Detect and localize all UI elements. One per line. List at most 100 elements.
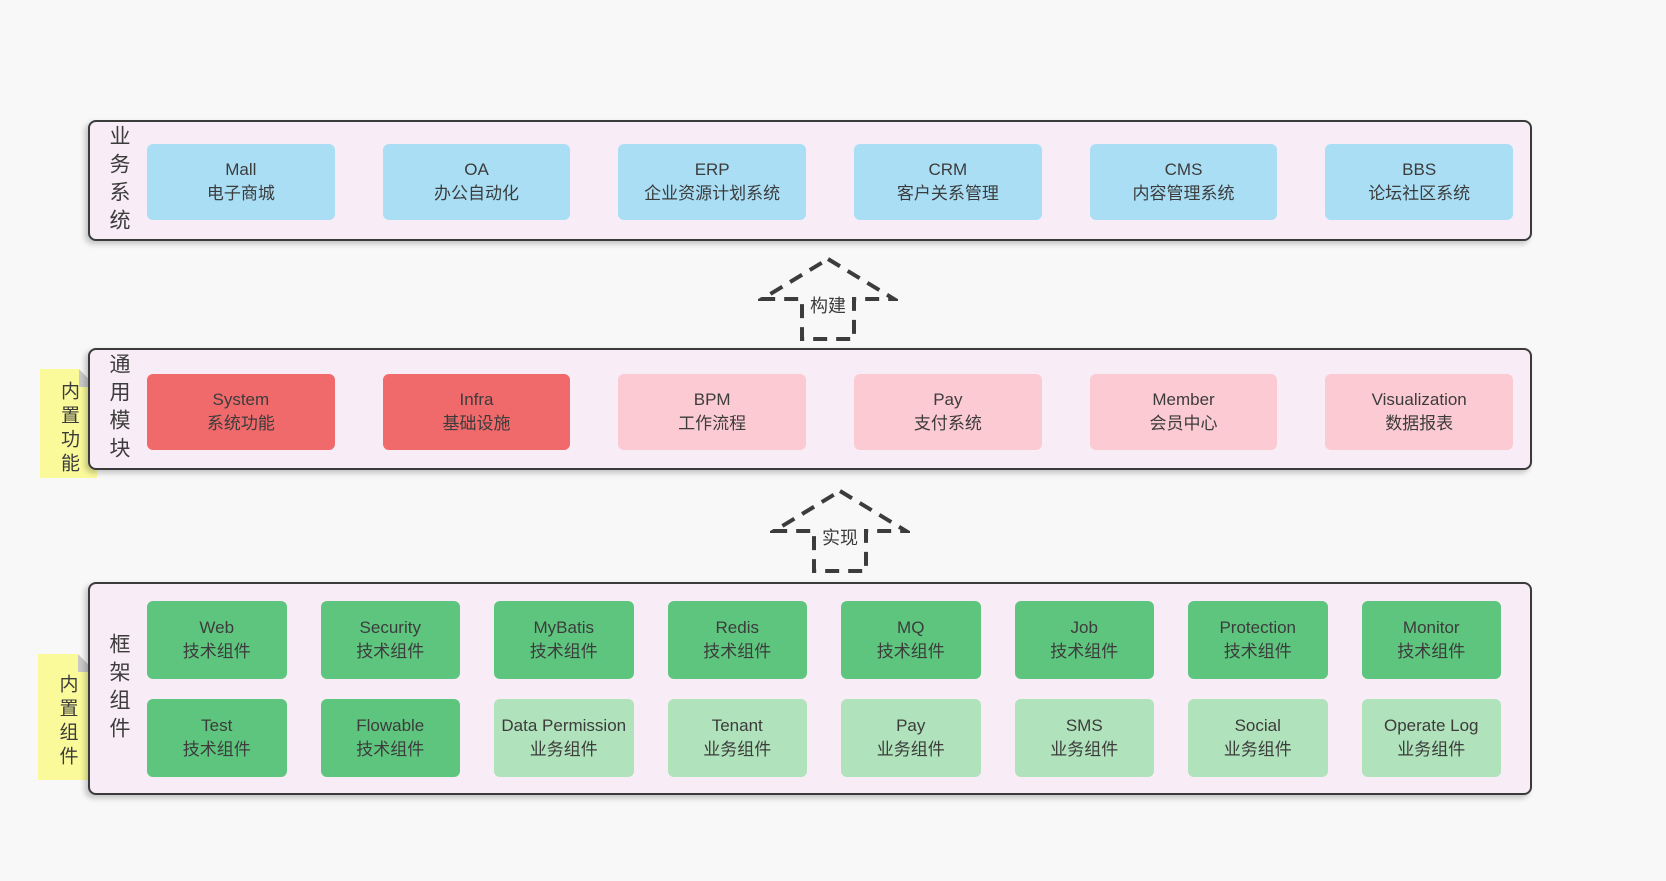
box-data-permission: Data Permission 业务组件 [494,699,634,777]
box-subtitle: 数据报表 [1385,414,1454,433]
box-title: Protection [1219,617,1297,637]
box-title: MQ [897,617,925,637]
box-title: Operate Log [1383,715,1479,735]
box-cms: CMS 内容管理系统 [1089,144,1278,220]
box-title: Member [1152,389,1215,409]
implement-arrow: 实现 [770,487,910,575]
box-subtitle: 技术组件 [182,642,251,661]
business-systems-panel: 业务系统 Mall 电子商城 OA 办公自动化 ERP 企业资源计划系统 CRM… [88,120,1532,241]
box-title: Job [1070,617,1098,637]
box-subtitle: 技术组件 [356,642,425,661]
box-mybatis: MyBatis 技术组件 [494,601,634,679]
box-visualization: Visualization 数据报表 [1325,374,1514,450]
box-bbs: BBS 论坛社区系统 [1325,144,1514,220]
box-subtitle: 技术组件 [703,642,772,661]
box-subtitle: 电子商城 [206,184,275,203]
box-monitor: Monitor 技术组件 [1361,601,1501,679]
box-title: Data Permission [501,715,627,735]
framework-row-2: Test 技术组件 Flowable 技术组件 Data Permission … [147,699,1501,777]
box-title: Infra [459,389,494,409]
box-subtitle: 技术组件 [1050,642,1119,661]
box-subtitle: 客户关系管理 [896,184,999,203]
box-title: Flowable [356,715,425,735]
box-title: Pay [896,715,926,735]
box-infra: Infra 基础设施 [382,374,571,450]
box-mq: MQ 技术组件 [841,601,981,679]
box-mall: Mall 电子商城 [147,144,335,220]
box-subtitle: 技术组件 [1397,642,1466,661]
box-tenant: Tenant 业务组件 [667,699,807,777]
box-erp: ERP 企业资源计划系统 [618,144,807,220]
box-title: Web [199,617,235,637]
box-sms: SMS 业务组件 [1014,699,1154,777]
box-redis: Redis 技术组件 [667,601,807,679]
box-pay-module: Pay 支付系统 [854,374,1042,450]
box-crm: CRM 客户关系管理 [854,144,1042,220]
box-job: Job 技术组件 [1014,601,1154,679]
panel-label-framework: 框架组件 [107,632,130,745]
dashed-up-arrow-icon [770,488,910,573]
box-title: Test [201,715,233,735]
box-subtitle: 技术组件 [876,642,945,661]
implement-arrow-label: 实现 [818,523,862,551]
box-title: Social [1234,715,1281,735]
box-subtitle: 办公自动化 [434,184,519,203]
box-member: Member 会员中心 [1089,374,1278,450]
box-title: BBS [1402,159,1437,179]
box-title: Redis [715,617,759,637]
box-subtitle: 业务组件 [1050,740,1119,759]
box-protection: Protection 技术组件 [1188,601,1328,679]
build-arrow-label: 构建 [806,291,850,319]
box-subtitle: 会员中心 [1149,414,1218,433]
sticky-note-text: 内置组件 [56,674,78,770]
box-title: Security [359,617,421,637]
box-flowable: Flowable 技术组件 [320,699,460,777]
business-box-row: Mall 电子商城 OA 办公自动化 ERP 企业资源计划系统 CRM 客户关系… [147,144,1514,220]
box-operate-log: Operate Log 业务组件 [1361,699,1501,777]
box-title: BPM [693,389,731,409]
modules-box-row: System 系统功能 Infra 基础设施 BPM 工作流程 Pay 支付系统… [147,374,1514,450]
box-title: Tenant [711,715,763,735]
box-title: System [212,389,270,409]
box-bpm: BPM 工作流程 [618,374,807,450]
sticky-note-text: 内置功能 [58,380,79,477]
box-subtitle: 论坛社区系统 [1368,184,1471,203]
box-title: Monitor [1402,617,1460,637]
box-subtitle: 业务组件 [1397,740,1466,759]
box-title: SMS [1065,715,1103,735]
box-subtitle: 业务组件 [703,740,772,759]
box-title: MyBatis [533,617,594,637]
box-subtitle: 企业资源计划系统 [644,184,781,203]
box-title: Mall [225,159,257,179]
box-security: Security 技术组件 [320,601,460,679]
build-arrow: 构建 [758,255,898,343]
box-subtitle: 基础设施 [442,414,511,433]
box-title: CRM [928,159,968,179]
box-oa: OA 办公自动化 [382,144,571,220]
framework-components-panel: 框架组件 Web 技术组件 Security 技术组件 MyBatis 技术组件… [88,582,1532,795]
box-title: Pay [933,389,963,409]
box-system: System 系统功能 [147,374,335,450]
box-title: ERP [694,159,730,179]
box-subtitle: 系统功能 [206,414,275,433]
box-title: CMS [1164,159,1203,179]
box-subtitle: 业务组件 [876,740,945,759]
box-social: Social 业务组件 [1188,699,1328,777]
box-pay-component: Pay 业务组件 [841,699,981,777]
box-subtitle: 内容管理系统 [1132,184,1235,203]
box-test: Test 技术组件 [147,699,287,777]
box-subtitle: 支付系统 [913,414,982,433]
box-subtitle: 技术组件 [1223,642,1292,661]
box-subtitle: 业务组件 [529,740,598,759]
panel-label-modules: 通用模块 [107,353,130,465]
box-web: Web 技术组件 [147,601,287,679]
box-subtitle: 工作流程 [678,414,747,433]
box-title: Visualization [1371,389,1467,409]
common-modules-panel: 通用模块 System 系统功能 Infra 基础设施 BPM 工作流程 Pay… [88,348,1532,470]
box-subtitle: 业务组件 [1223,740,1292,759]
panel-label-business: 业务系统 [107,124,130,237]
framework-row-1: Web 技术组件 Security 技术组件 MyBatis 技术组件 Redi… [147,601,1501,679]
dashed-up-arrow-icon [758,256,898,341]
box-subtitle: 技术组件 [529,642,598,661]
box-title: OA [464,159,489,179]
